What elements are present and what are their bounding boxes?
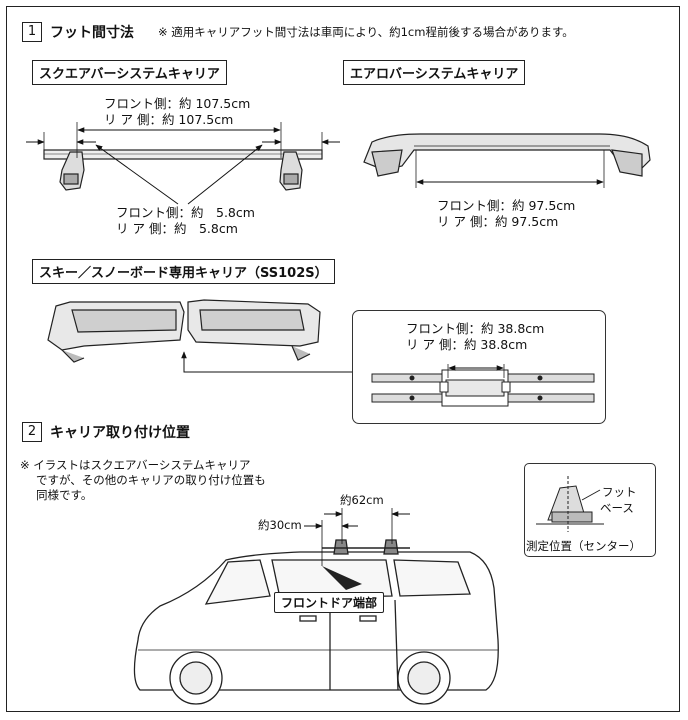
section-2-note: ※ イラストはスクエアバーシステムキャリア ですが、その他のキャリアの取り付け位… (20, 458, 266, 503)
front-door-edge-tag: フロントドア端部 (274, 592, 385, 613)
square-bar-front-span: フロント側：約 107.5cm (104, 96, 251, 111)
aero-bar-rear-span: リ ア 側：約 97.5cm (437, 214, 559, 229)
ski-rear-span: リ ア 側：約 38.8cm (406, 337, 528, 352)
foot-label: フット (602, 485, 637, 499)
foot-detail-inset (524, 463, 656, 557)
section-2-note-line-3: 同様です。 (36, 488, 93, 502)
door-edge-pointer (322, 566, 362, 590)
section-2-note-line-2: ですが、その他のキャリアの取り付け位置も (36, 473, 266, 487)
car-dimensions (304, 508, 410, 566)
square-bar-dimensions (26, 127, 340, 205)
measure-position-label: 測定位置（センター） (526, 539, 641, 553)
section-2-note-line-1: ※ イラストはスクエアバーシステムキャリア (20, 458, 251, 472)
section-1-note: ※ 適用キャリアフット間寸法は車両により、約1cm程前後する場合があります。 (158, 25, 574, 39)
ski-span-text: フロント側：約 38.8cm リ ア 側：約 38.8cm (406, 321, 544, 353)
ski-leader-arrow (181, 351, 352, 373)
ski-front-span: フロント側：約 38.8cm (406, 321, 545, 336)
aero-bar-label: エアロバーシステムキャリア (343, 60, 526, 85)
aero-bar-front-span: フロント側：約 97.5cm (437, 198, 576, 213)
ski-inset-drawing (371, 364, 595, 407)
square-bar-rear-span: リ ア 側：約 107.5cm (104, 112, 234, 127)
ski-carrier-drawing (47, 299, 321, 363)
foot-detail-drawing (536, 476, 604, 532)
section-1-title: フット間寸法 (50, 25, 134, 41)
page-frame (6, 6, 680, 712)
aero-bar-span-text: フロント側：約 97.5cm リ ア 側：約 97.5cm (437, 198, 575, 230)
car-drawing (133, 539, 499, 705)
square-bar-label: スクエアバーシステムキャリア (32, 60, 227, 85)
aero-bar-drawing (363, 133, 651, 188)
bar-spacing-label: 約62cm (340, 493, 384, 507)
square-bar-front-overhang: フロント側：約 5.8cm (116, 205, 255, 220)
square-bar-span-text: フロント側：約 107.5cm リ ア 側：約 107.5cm (104, 96, 250, 128)
section-2-title: キャリア取り付け位置 (50, 425, 190, 441)
section-2-number: 2 (22, 422, 42, 442)
square-bar-overhang-text: フロント側：約 5.8cm リ ア 側：約 5.8cm (116, 205, 255, 237)
ski-carrier-label: スキー／スノーボード専用キャリア（SS102S） (32, 259, 335, 284)
square-bar-rear-overhang: リ ア 側：約 5.8cm (116, 221, 238, 236)
base-label: ベース (600, 501, 634, 515)
square-bar-drawing (43, 122, 323, 191)
front-offset-label: 約30cm (258, 518, 302, 532)
section-1-number: 1 (22, 22, 42, 42)
